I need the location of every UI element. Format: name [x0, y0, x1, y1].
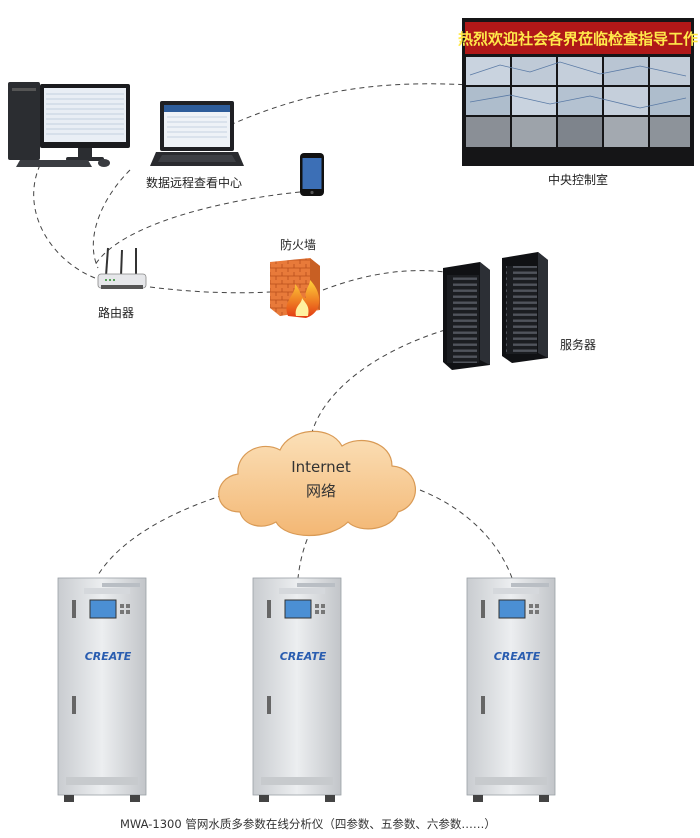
analyzer-cabinet-1: CREATE — [57, 577, 147, 802]
router-icon — [97, 247, 147, 289]
video-wall-icon: 热烈欢迎社会各界莅临检查指导工作 — [458, 18, 698, 166]
analyzer-cabinet-3: CREATE — [466, 577, 556, 802]
desktop-computer-icon — [8, 82, 130, 167]
server-rack-icon — [443, 252, 548, 370]
control-room-label: 中央控制室 — [548, 173, 609, 187]
network-links — [33, 83, 513, 579]
link-router-firewall — [149, 286, 271, 294]
network-label: 网络 — [306, 482, 336, 500]
smartphone-icon — [300, 153, 324, 196]
analyzer-brand-logo: CREATE — [85, 650, 132, 663]
analyzer-caption: MWA-1300 管网水质多参数在线分析仪（四参数、五参数、六参数……） — [120, 817, 496, 831]
link-server-cloud — [309, 329, 446, 441]
link-laptop-router — [92, 169, 131, 269]
link-laptop-controlroom — [229, 83, 471, 126]
video-wall-banner: 热烈欢迎社会各界莅临检查指导工作 — [458, 30, 698, 48]
analyzer-cabinet-2: CREATE — [252, 577, 342, 802]
link-cloud-analyzer-right — [419, 489, 513, 579]
link-firewall-server — [322, 270, 446, 291]
analyzer-brand-logo: CREATE — [494, 650, 541, 663]
link-phone-router — [94, 191, 301, 266]
router-label: 路由器 — [98, 306, 135, 320]
link-cloud-analyzer-left — [97, 489, 241, 576]
firewall-icon — [270, 258, 320, 318]
laptop-icon — [150, 101, 244, 166]
internet-label: Internet — [291, 458, 351, 476]
firewall-label: 防火墙 — [280, 238, 317, 252]
analyzer-brand-logo: CREATE — [280, 650, 327, 663]
link-desktop-router — [33, 164, 96, 279]
internet-cloud: Internet 网络 — [218, 430, 416, 537]
server-label: 服务器 — [560, 338, 597, 352]
video-wall-screens — [466, 57, 690, 147]
remote-center-label: 数据远程查看中心 — [146, 176, 243, 190]
